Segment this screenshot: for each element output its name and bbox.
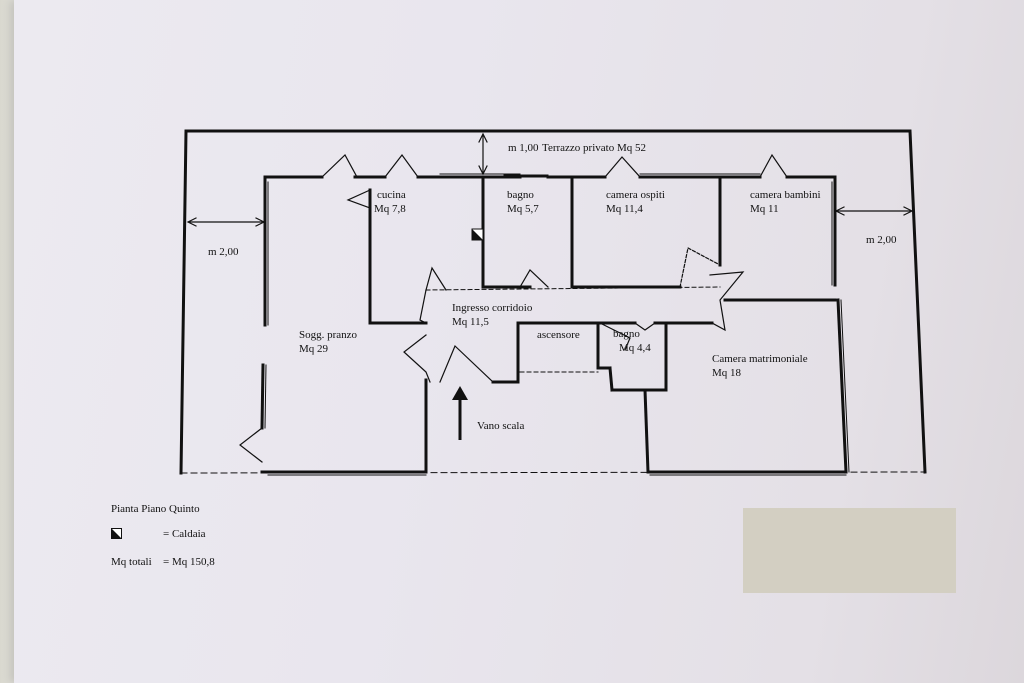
redaction-box <box>743 508 956 593</box>
exterior-walls <box>260 175 848 474</box>
kids-room-name: camera bambini <box>750 189 821 201</box>
living-room-name: Sogg. pranzo <box>299 329 358 341</box>
bathroom-2-area: Mq 4,4 <box>619 342 651 354</box>
plan-title: Pianta Piano Quinto <box>111 503 200 515</box>
guest-room-area: Mq 11,4 <box>606 203 643 215</box>
kids-room-area: Mq 11 <box>750 203 779 215</box>
hallway-area: Mq 11,5 <box>452 316 489 328</box>
bathroom-2-name: bagno <box>613 328 640 340</box>
hallway-name: Ingresso corridoio <box>452 302 533 314</box>
master-bedroom-name: Camera matrimoniale <box>712 353 808 365</box>
master-bedroom-area: Mq 18 <box>712 367 742 379</box>
boiler-legend-label: = Caldaia <box>163 528 206 540</box>
boiler-symbol-icon <box>471 228 484 241</box>
terrace-boundary <box>179 129 927 475</box>
bathroom-1-area: Mq 5,7 <box>507 203 539 215</box>
living-room-area: Mq 29 <box>299 343 329 355</box>
terrace-label: Terrazzo privato Mq 52 <box>542 142 646 154</box>
bathroom-1-name: bagno <box>507 189 534 201</box>
guest-room-name: camera ospiti <box>606 189 665 201</box>
left-dimension-label: m 2,00 <box>208 246 239 258</box>
windows <box>264 173 850 476</box>
boiler-symbol-icon <box>111 528 122 539</box>
dimension-lines <box>186 132 914 227</box>
total-area-value: = Mq 150,8 <box>163 556 215 568</box>
dashed-openings <box>425 286 721 373</box>
kitchen-area: Mq 7,8 <box>374 203 406 215</box>
door-swings <box>239 153 788 463</box>
top-dimension-label: m 1,00 <box>508 142 539 154</box>
kitchen-name: cucina <box>377 189 406 201</box>
stairwell-label: Vano scala <box>477 420 525 432</box>
right-dimension-label: m 2,00 <box>866 234 897 246</box>
elevator-label: ascensore <box>537 329 580 341</box>
total-area-label: Mq totali <box>111 556 152 568</box>
entrance-arrow <box>452 386 468 440</box>
